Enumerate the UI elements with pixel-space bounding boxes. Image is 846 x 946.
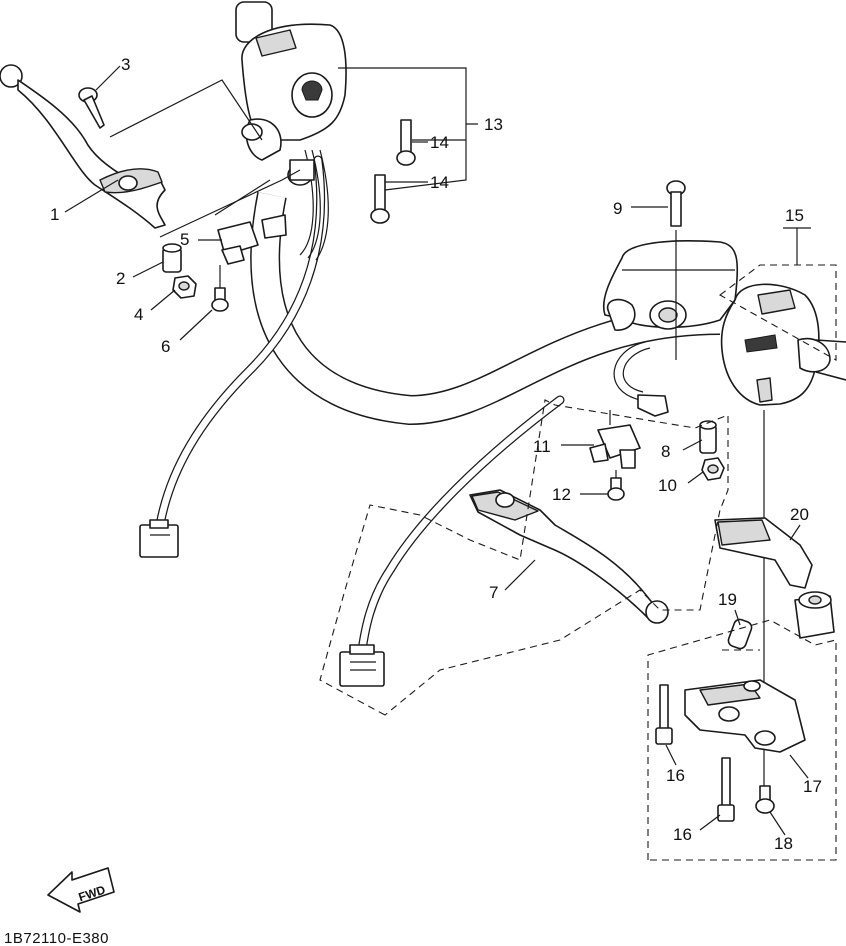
- part-label-7: 7: [489, 583, 498, 602]
- part-label-13: 13: [484, 115, 503, 134]
- pivot-pin: [727, 618, 753, 650]
- part-label-4: 4: [134, 305, 143, 324]
- part-label-9: 9: [613, 199, 622, 218]
- switch-screw: [211, 265, 229, 312]
- lever-holder: [684, 679, 806, 753]
- switch-screw-upper: [396, 119, 416, 166]
- part-label-11: 11: [533, 437, 551, 456]
- part-label-10: 10: [658, 476, 677, 495]
- brake-lever: [469, 489, 669, 624]
- brake-switch-screw: [607, 470, 625, 501]
- lever-collar: [699, 420, 717, 454]
- left-handlebar-switch: [235, 1, 347, 186]
- lever-adjuster-arm: [714, 517, 813, 589]
- left-switch-harness: [139, 149, 329, 558]
- part-label-8: 8: [661, 442, 670, 461]
- front-brake-switch: [589, 410, 641, 469]
- brake-holder-group-outline: [647, 619, 837, 861]
- part-label-2: 2: [116, 269, 125, 288]
- part-label-16a: 16: [666, 766, 685, 785]
- part-labels: 1 2 3 4 5 6 7 8 9 10 11 12 13 14 14 15 1…: [50, 55, 822, 853]
- part-label-17: 17: [803, 777, 822, 796]
- right-switch-harness: [339, 395, 565, 687]
- switch-screw-lower: [370, 174, 390, 224]
- clutch-switch: [217, 214, 287, 265]
- lever-adjuster-knob: [794, 591, 835, 639]
- right-handlebar-switch: [720, 283, 846, 406]
- nut: [172, 275, 197, 299]
- part-label-1: 1: [50, 205, 59, 224]
- right-harness-connector: [339, 651, 385, 687]
- part-label-14b: 14: [430, 173, 449, 192]
- part-label-15: 15: [785, 206, 804, 225]
- right-switch-group-outline: [718, 264, 837, 361]
- left-harness-connector: [139, 524, 179, 558]
- diagram-code: 1B72110-E380: [4, 930, 109, 946]
- brake-master-cylinder: [603, 240, 739, 331]
- clutch-lever: [0, 64, 166, 229]
- part-label-5: 5: [180, 230, 189, 249]
- handlebar: [250, 192, 721, 425]
- brake-lever-group-outline: [319, 399, 729, 716]
- part-label-18: 18: [774, 834, 793, 853]
- holder-bolt: [755, 785, 775, 814]
- part-label-20: 20: [790, 505, 809, 524]
- holder-screw-upper: [655, 684, 673, 745]
- part-label-6: 6: [161, 337, 170, 356]
- lever-pivot-bolt: [78, 87, 105, 129]
- part-label-19: 19: [718, 590, 737, 609]
- collar: [162, 243, 182, 273]
- part-label-16b: 16: [673, 825, 692, 844]
- part-label-14a: 14: [430, 133, 449, 152]
- lever-nut: [701, 457, 725, 481]
- fwd-arrow-icon: FWD: [47, 867, 115, 913]
- holder-screw-lower: [717, 757, 735, 822]
- part-label-3: 3: [121, 55, 130, 74]
- brake-hose: [613, 341, 669, 417]
- part-label-12: 12: [552, 485, 571, 504]
- master-cylinder-bolt: [666, 180, 686, 227]
